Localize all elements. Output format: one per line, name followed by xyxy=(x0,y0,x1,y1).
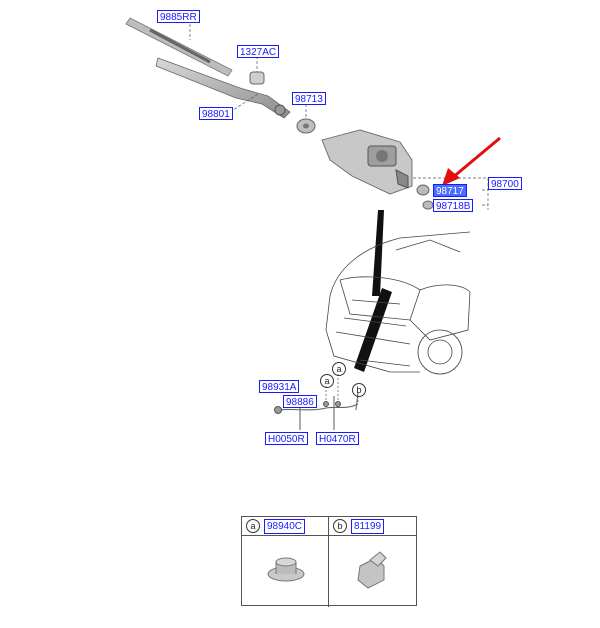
part-label-wiper-arm[interactable]: 98801 xyxy=(199,107,233,120)
parts-table-cell-a: a 98940C xyxy=(242,517,329,607)
leader-lines xyxy=(189,24,489,210)
part-label-hose-1[interactable]: H0050R xyxy=(265,432,308,445)
wiper-arm-part xyxy=(155,57,291,119)
wiper-motor-part xyxy=(321,129,413,195)
grommet-part xyxy=(416,184,434,210)
parts-table-cell-b: b 81199 xyxy=(329,517,416,607)
parts-table-cell-b-header: b 81199 xyxy=(329,517,416,536)
part-label-cap[interactable]: 1327AC xyxy=(237,45,280,58)
part-label-wiper-blade[interactable]: 9885RR xyxy=(157,10,200,23)
clip-81199-image xyxy=(357,551,387,589)
clip-98940c-image xyxy=(267,557,305,582)
parts-table-cell-a-header: a 98940C xyxy=(242,517,328,536)
part-label-hose[interactable]: 98886 xyxy=(283,395,317,408)
part-label-nut[interactable]: 98713 xyxy=(292,92,326,105)
cap-part xyxy=(249,71,265,85)
part-label-clip[interactable]: 98931A xyxy=(259,380,300,393)
vehicle-rear-outline xyxy=(325,231,471,375)
part-label-hose-2[interactable]: H0470R xyxy=(316,432,359,445)
nut-part xyxy=(296,118,316,134)
wiper-blade-part xyxy=(125,17,233,77)
callout-leaders xyxy=(325,374,359,404)
parts-table-cell-b-letter: b xyxy=(333,519,347,533)
parts-table: a 98940C b 81199 xyxy=(241,516,417,607)
parts-table-cell-a-letter: a xyxy=(246,519,260,533)
part-label-grommet-2[interactable]: 98718B xyxy=(433,199,474,212)
callout-a-1: a xyxy=(320,374,334,388)
parts-table-cell-a-code[interactable]: 98940C xyxy=(264,519,306,534)
red-arrow-icon xyxy=(442,136,501,186)
callout-a-2: a xyxy=(332,362,346,376)
clip-part xyxy=(274,401,341,414)
callout-b: b xyxy=(352,383,366,397)
part-label-grommet-1[interactable]: 98717 xyxy=(433,184,467,197)
parts-table-cell-b-code[interactable]: 81199 xyxy=(351,519,385,534)
part-label-motor-assembly[interactable]: 98700 xyxy=(488,177,522,190)
callout-bands xyxy=(354,210,392,372)
